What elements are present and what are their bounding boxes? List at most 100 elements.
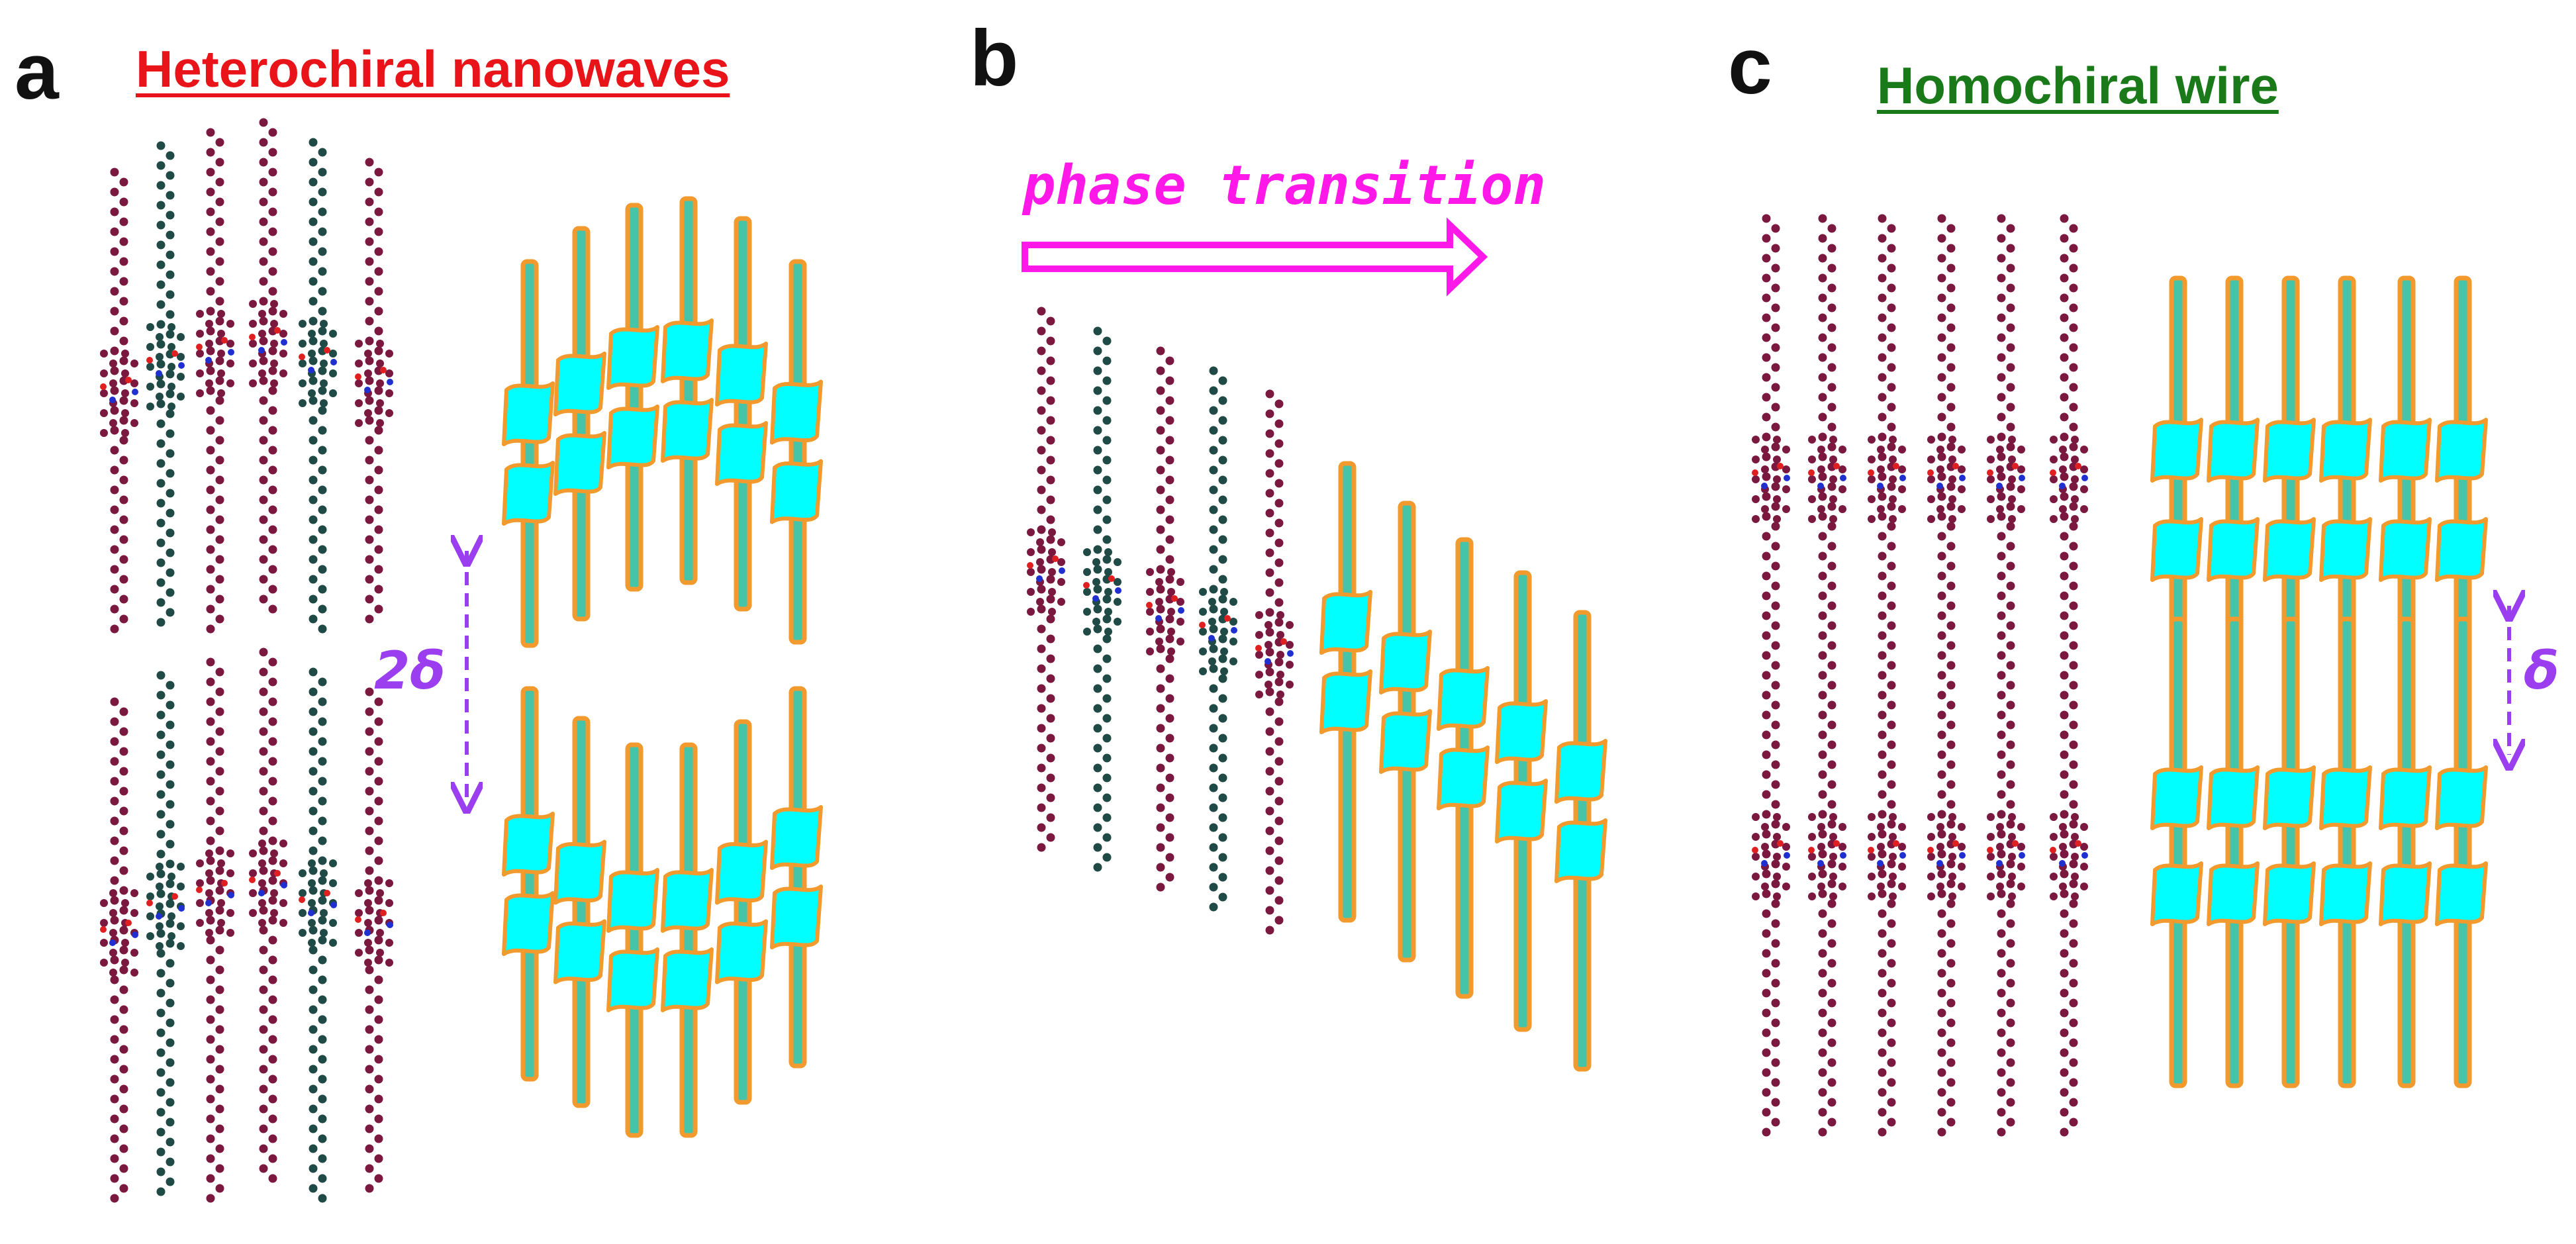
chiral-core [2263, 517, 2316, 582]
rod-model [2263, 616, 2316, 1088]
chiral-core [2379, 418, 2432, 483]
rod-model [715, 216, 768, 612]
chiral-core [2150, 517, 2203, 582]
chiral-core [502, 891, 555, 956]
chiral-core [1319, 590, 1372, 655]
molecule-chain [1083, 326, 1121, 872]
rod-model [1319, 461, 1372, 923]
molecule-chain [146, 671, 185, 1196]
chiral-core [553, 352, 606, 416]
chiral-core [2207, 765, 2260, 830]
rod-model [1554, 610, 1607, 1072]
rod-model [606, 742, 659, 1138]
chiral-core [2319, 861, 2372, 926]
chiral-core [553, 839, 606, 905]
chiral-core [1437, 745, 1490, 810]
rod-model [2435, 616, 2488, 1088]
molecule-chain [2050, 214, 2088, 1137]
molecule-chain [100, 167, 138, 634]
chiral-core [2263, 765, 2316, 830]
chiral-core [606, 325, 659, 390]
rod-model [553, 226, 606, 622]
chiral-core [661, 947, 714, 1012]
chiral-core [770, 885, 823, 949]
rod-model [553, 716, 606, 1108]
chiral-core [1319, 669, 1372, 734]
rod-model [661, 196, 714, 585]
chiral-core [502, 381, 555, 446]
chiral-core [2379, 861, 2432, 926]
chiral-core [2150, 765, 2203, 830]
chiral-core [2319, 517, 2372, 582]
chiral-core [2263, 418, 2316, 483]
panel-c-title: Homochiral wire [1877, 56, 2279, 115]
rod-model [2207, 616, 2260, 1088]
phase-transition-arrow [1022, 217, 1488, 297]
molecule-chain [1808, 214, 1846, 1137]
molecule-chain [1987, 214, 2025, 1137]
chiral-core [2319, 418, 2372, 483]
annotations-layer [467, 217, 2509, 798]
chiral-core [770, 459, 823, 524]
chiral-core [770, 805, 823, 870]
panel-c-letter: c [1728, 22, 1772, 111]
chiral-core [553, 431, 606, 496]
chiral-core [606, 405, 659, 469]
chiral-core [715, 839, 768, 905]
molecule-chain [1146, 346, 1184, 892]
molecule-chain [1199, 366, 1237, 912]
phase-transition-label: phase transition [1023, 154, 1546, 217]
chiral-core [2435, 418, 2488, 483]
chiral-core [1554, 739, 1607, 804]
chiral-core [2207, 418, 2260, 483]
rod-model [502, 686, 555, 1082]
molecule-chain [1868, 214, 1906, 1137]
chiral-core [2207, 861, 2260, 926]
chiral-core [2435, 861, 2488, 926]
panel-b-letter: b [970, 14, 1019, 103]
molecule-chain [100, 697, 138, 1203]
chiral-core [2150, 418, 2203, 483]
spacing-delta-label: δ [2524, 642, 2559, 701]
chiral-core [606, 947, 659, 1012]
molecule-chain [249, 118, 287, 614]
chiral-core [502, 812, 555, 877]
chiral-core [661, 868, 714, 933]
chiral-core [661, 318, 714, 383]
chiral-core [1379, 630, 1432, 694]
chiral-core [715, 919, 768, 984]
chiral-core [2150, 861, 2203, 926]
chiral-core [2319, 765, 2372, 830]
molecule-chain [299, 138, 337, 634]
rod-model [661, 742, 714, 1138]
chiral-core [2435, 765, 2488, 830]
molecule-chain [146, 141, 185, 627]
molecule-chain [196, 128, 234, 634]
rod-model [606, 203, 659, 592]
molecule-chain [299, 667, 337, 1203]
molecule-chain [355, 687, 393, 1193]
chiral-core [606, 868, 659, 933]
chiral-core [2207, 517, 2260, 582]
rod-model [770, 686, 823, 1069]
rod-model [770, 259, 823, 645]
molecule-chain [1927, 214, 1966, 1137]
rod-model [502, 259, 555, 648]
rod-model [1379, 501, 1432, 963]
chiral-core [715, 342, 768, 407]
molecule-chain [249, 647, 287, 1183]
rod-model [2379, 616, 2432, 1088]
chiral-core [1495, 779, 1548, 843]
chiral-core [661, 398, 714, 463]
chiral-core [770, 379, 823, 445]
rod-model [1437, 537, 1490, 999]
panel-a-title: Heterochiral nanowaves [136, 40, 730, 98]
chiral-core [2379, 765, 2432, 830]
molecule-chain [196, 657, 234, 1203]
chiral-core [2435, 517, 2488, 582]
chiral-core [715, 421, 768, 486]
chiral-core [1495, 699, 1548, 764]
rod-model [715, 719, 768, 1105]
